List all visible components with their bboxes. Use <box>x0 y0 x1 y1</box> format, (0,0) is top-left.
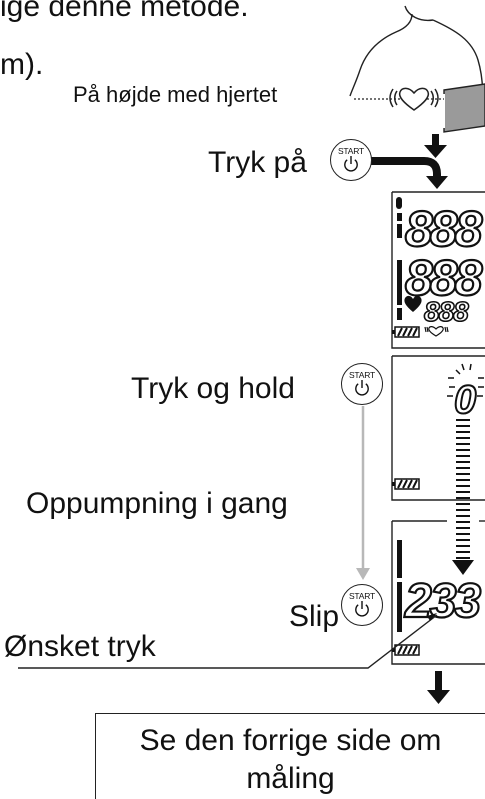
footer-line2: måling <box>246 762 335 795</box>
lcd-display-zero <box>391 355 485 501</box>
desired-pressure-leader <box>18 614 438 669</box>
start-button-label: START <box>348 370 376 380</box>
lcd-display-full <box>391 191 485 349</box>
pressure-scale-ladder <box>456 419 470 559</box>
cuff-illustration <box>443 83 485 133</box>
battery-icon <box>392 644 420 656</box>
start-button-label: START <box>337 146 365 156</box>
power-icon <box>355 601 369 617</box>
display2-reading: 0 <box>454 378 476 422</box>
start-button[interactable]: START <box>341 363 383 405</box>
irregular-heartbeat-icon <box>424 326 449 337</box>
display1-sys: 888 <box>405 201 483 257</box>
heart-level-label: På højde med hjertet <box>73 82 278 107</box>
desired-pressure-label: Ønsket tryk <box>4 630 156 663</box>
intro-text-line1: ige denne metode. <box>0 0 249 23</box>
start-button-label: START <box>348 591 376 601</box>
arrow-down-1 <box>424 134 447 158</box>
display1-pulse: 888 <box>424 296 469 327</box>
ladder-arrow-head <box>452 560 474 575</box>
start-button[interactable]: START <box>330 139 372 181</box>
display1-dia: 888 <box>405 250 483 306</box>
gray-arrow-down <box>356 406 370 580</box>
heart-icon <box>404 295 422 312</box>
battery-icon <box>392 326 420 338</box>
power-icon <box>355 380 369 396</box>
battery-icon <box>392 478 420 490</box>
press-label: Tryk på <box>208 146 307 179</box>
bluetooth-icon <box>396 197 402 209</box>
heart-icon <box>389 87 439 111</box>
lcd-display-target <box>391 520 485 665</box>
footer-line1: Se den forrige side om <box>139 724 442 757</box>
blinking-rays <box>447 363 484 397</box>
display3-reading: 233 <box>404 575 481 628</box>
power-icon <box>344 156 358 172</box>
start-button[interactable]: START <box>341 584 383 626</box>
arrow-down-2 <box>427 671 450 704</box>
release-label: Slip <box>289 600 340 633</box>
footer-box: Se den forrige side om måling <box>95 713 485 799</box>
inflating-label: Oppumpning i gang <box>26 487 288 520</box>
bent-arrow <box>371 157 448 189</box>
press-and-hold-label: Tryk og hold <box>131 372 295 405</box>
intro-text-line2: m). <box>0 48 44 81</box>
